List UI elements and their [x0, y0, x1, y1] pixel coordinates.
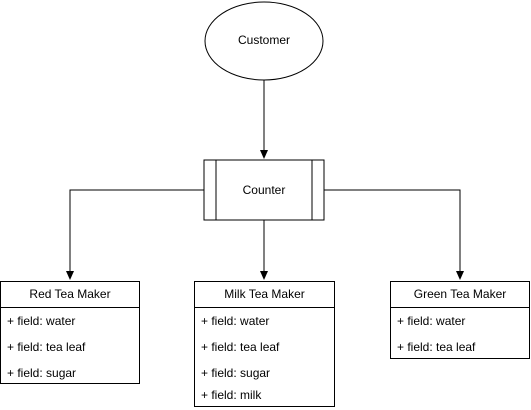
counter-node[interactable] — [203, 159, 325, 221]
green-field-tea-leaf: + field: tea leaf — [397, 340, 476, 354]
green-tea-maker-class[interactable]: Green Tea Maker + field: water + field: … — [390, 281, 530, 359]
red-field-tea-leaf: + field: tea leaf — [7, 340, 86, 354]
counter-label: Counter — [242, 183, 286, 197]
red-tea-maker-class[interactable]: Red Tea Maker + field: water + field: te… — [0, 281, 140, 384]
customer-label: Customer — [237, 33, 290, 47]
milk-field-milk: + field: milk — [201, 388, 262, 402]
red-field-sugar: + field: sugar — [7, 366, 77, 380]
milk-field-water: + field: water — [201, 314, 270, 328]
red-tea-maker-title: Red Tea Maker — [1, 282, 139, 308]
milk-field-sugar: + field: sugar — [201, 366, 271, 380]
green-tea-maker-title: Green Tea Maker — [391, 282, 529, 308]
green-field-water: + field: water — [397, 314, 466, 328]
milk-field-tea-leaf: + field: tea leaf — [201, 340, 280, 354]
milk-tea-maker-class[interactable]: Milk Tea Maker + field: water + field: t… — [194, 281, 335, 407]
edge-counter-red — [66, 189, 204, 280]
red-field-water: + field: water — [7, 314, 76, 328]
edge-counter-green — [324, 189, 464, 280]
milk-tea-maker-title: Milk Tea Maker — [195, 282, 334, 308]
